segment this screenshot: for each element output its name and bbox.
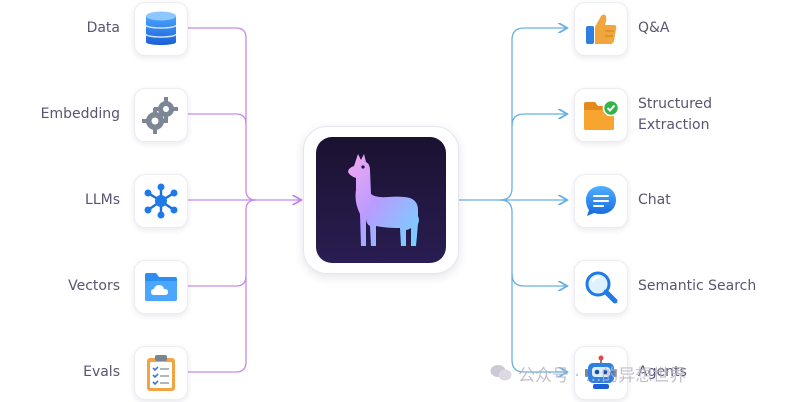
output-label-chat: Chat: [638, 192, 671, 208]
input-label-evals: Evals: [83, 364, 120, 380]
watermark: 公众号 · ...的异想世界: [490, 358, 790, 388]
tile-semantic-search: [574, 260, 628, 314]
tile-embedding: [134, 88, 188, 142]
tile-structured-extraction: [574, 88, 628, 142]
output-label-qa: Q&A: [638, 20, 670, 36]
output-label-structured: Structured: [638, 96, 713, 112]
connector-structured: [511, 114, 566, 127]
connector-agents: [499, 199, 566, 372]
connector-vectors: [188, 275, 247, 287]
connector-data: [188, 27, 257, 201]
input-label-llms: LLMs: [85, 192, 120, 208]
connector-search: [511, 273, 566, 286]
clipboard-checklist-icon: [147, 355, 175, 391]
connector-qa: [499, 28, 566, 201]
connector-evals: [188, 199, 257, 373]
output-label-agents: Agents: [638, 364, 687, 380]
tile-chat: [574, 174, 628, 228]
gears-icon: [142, 97, 178, 134]
output-label-extraction: Extraction: [638, 117, 710, 133]
llama-icon: [348, 154, 419, 246]
cloud-folder-icon: [145, 273, 177, 301]
input-label-embedding: Embedding: [40, 106, 120, 122]
thumbs-up-icon: [586, 14, 617, 44]
wechat-icon: [490, 365, 512, 381]
input-label-data: Data: [86, 20, 120, 36]
robot-icon: [585, 355, 617, 389]
folder-check-icon: [584, 99, 620, 130]
magnifier-icon: [585, 271, 618, 304]
watermark-text: 公众号 · ...的异想世界: [518, 365, 687, 386]
input-label-vectors: Vectors: [68, 278, 120, 294]
tile-qa: [574, 2, 628, 56]
tile-data: [134, 2, 188, 56]
tile-llms: [134, 174, 188, 228]
tile-vectors: [134, 260, 188, 314]
tile-evals: [134, 346, 188, 400]
database-icon: [145, 11, 177, 45]
network-icon: [144, 183, 178, 219]
tile-agents: [574, 346, 628, 400]
output-label-semantic-search: Semantic Search: [638, 278, 757, 294]
hub-inner: [316, 137, 446, 263]
chat-bubble-icon: [586, 186, 616, 216]
hub-card: [303, 126, 459, 274]
connector-embedding: [188, 113, 247, 125]
